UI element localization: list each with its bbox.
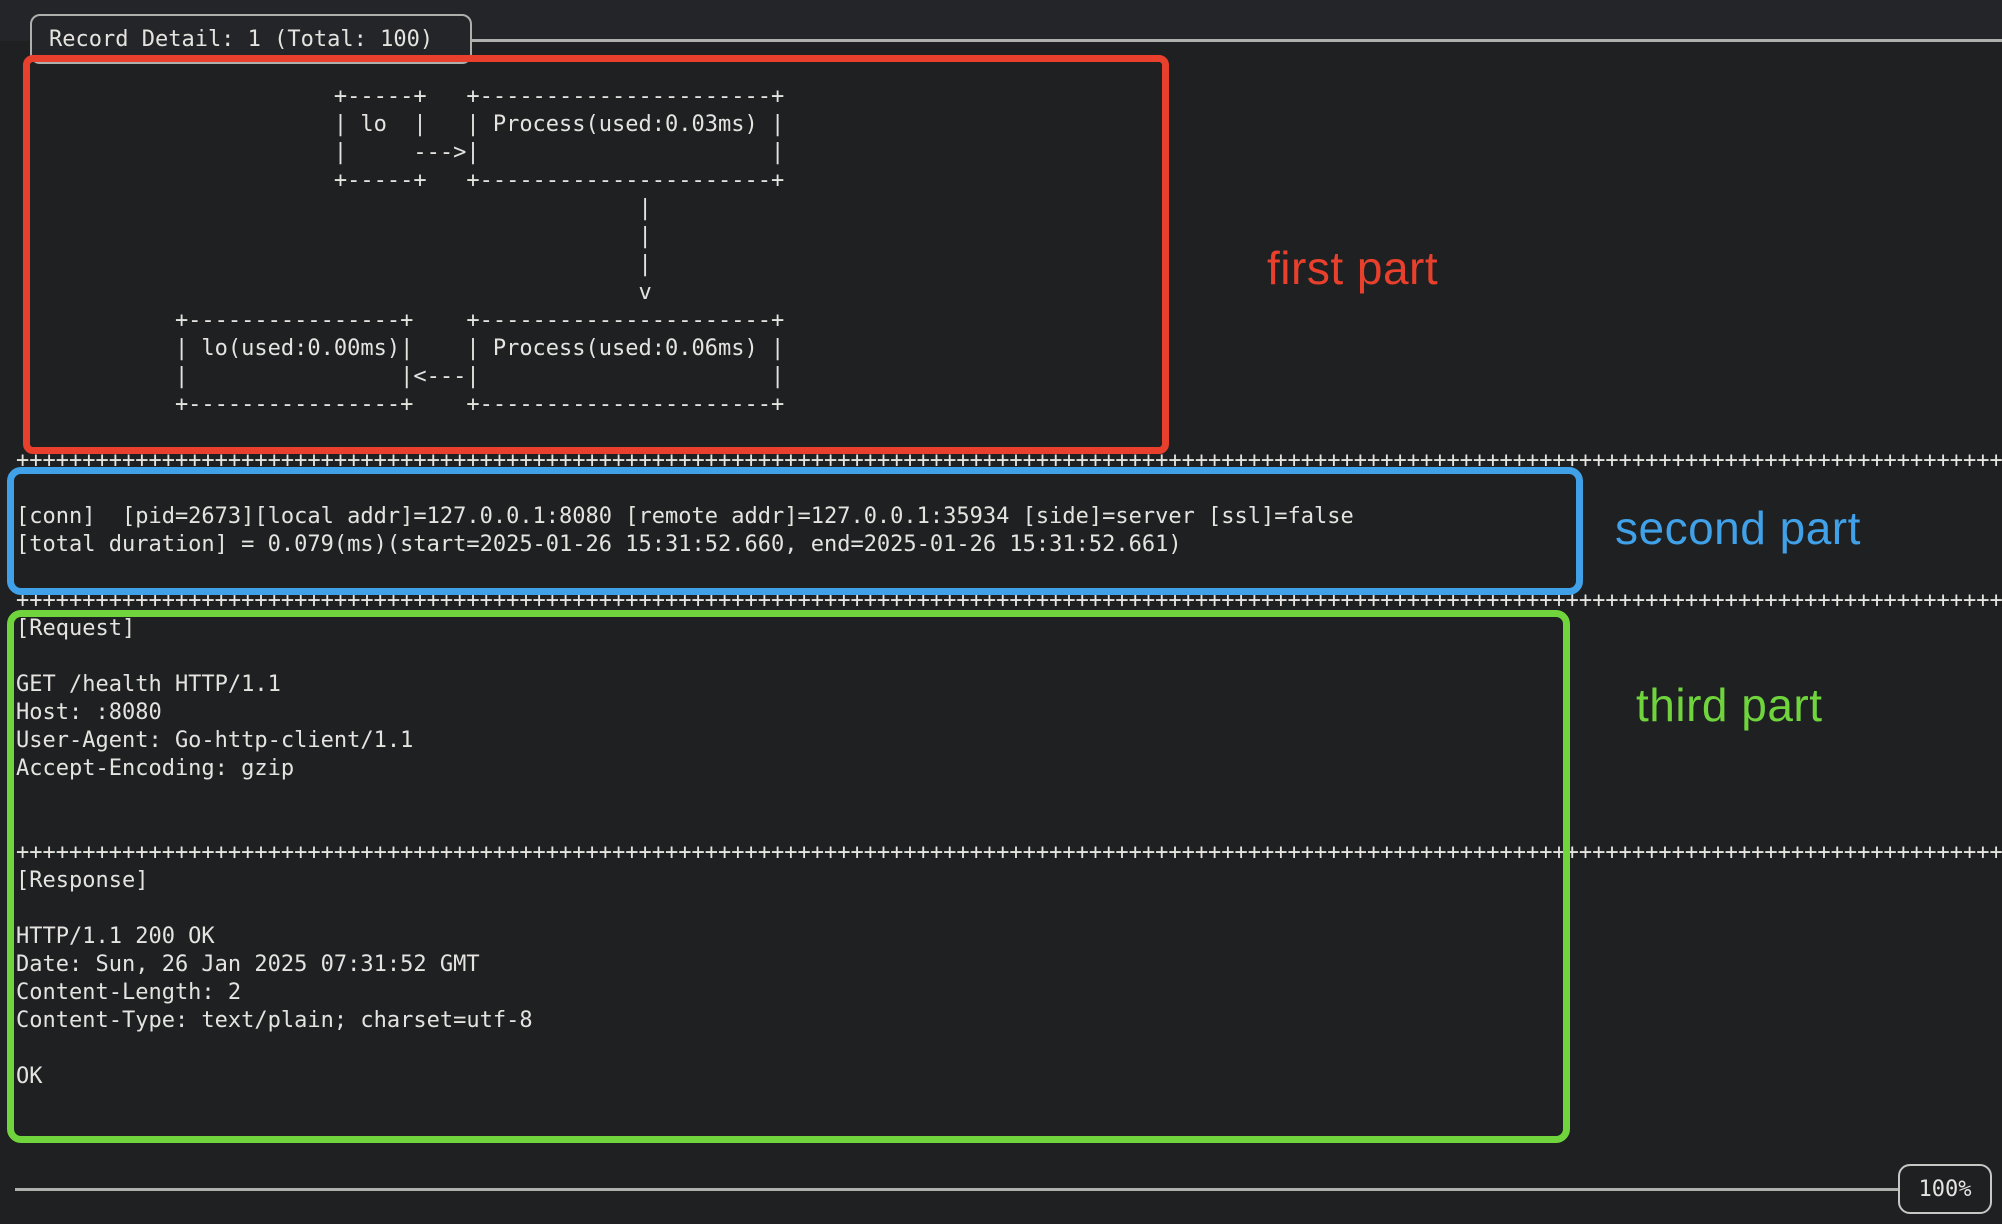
panel-bottom-border: [15, 1188, 1899, 1191]
zoom-indicator-value: 100%: [1918, 1176, 1972, 1202]
terminal-text: +-----+ +----------------------+ | lo | …: [16, 84, 2002, 1089]
annotation-label-second-part: second part: [1615, 502, 1861, 554]
annotation-box-second-part: [7, 467, 1583, 595]
zoom-indicator: 100%: [1898, 1164, 1992, 1214]
annotation-box-first-part: [23, 55, 1169, 454]
annotation-box-third-part: [7, 610, 1570, 1143]
annotation-label-third-part: third part: [1636, 679, 1823, 731]
annotation-label-first-part: first part: [1267, 242, 1439, 294]
record-detail-title: Record Detail: 1 (Total: 100): [49, 26, 434, 52]
panel-top-border: [468, 39, 2002, 42]
